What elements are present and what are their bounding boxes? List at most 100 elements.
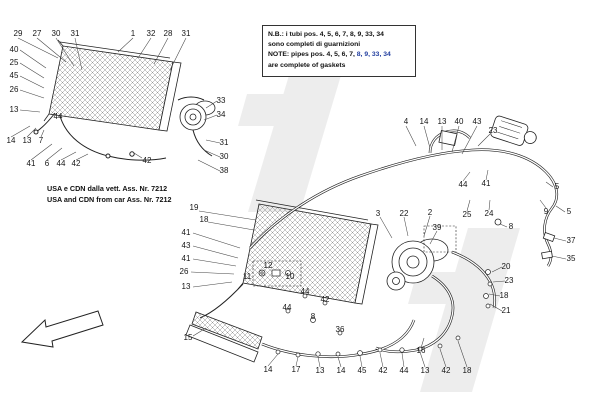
part-callout-45: 45 — [9, 71, 19, 80]
part-callout-32: 32 — [146, 29, 156, 38]
part-callout-42: 42 — [142, 156, 152, 165]
part-callout-18: 18 — [199, 215, 209, 224]
part-callout-13: 13 — [315, 366, 325, 375]
note-line-en-1: NOTE: pipes pos. 4, 5, 6, 7, 8, 9, 33, 3… — [268, 50, 410, 60]
part-callout-43: 43 — [181, 241, 191, 250]
note-line-it-2: sono completi di guarnizioni — [268, 41, 361, 49]
part-callout-25: 25 — [462, 210, 472, 219]
part-callout-30: 30 — [219, 152, 229, 161]
part-callout-26: 26 — [179, 267, 189, 276]
part-callout-13: 13 — [181, 282, 191, 291]
part-callout-44: 44 — [458, 180, 468, 189]
part-callout-38: 38 — [219, 166, 229, 175]
part-callout-36: 36 — [335, 325, 345, 334]
part-callout-9: 9 — [543, 207, 549, 216]
part-callout-40: 40 — [454, 117, 464, 126]
region-note-italian: USA e CDN dalla vett. Ass. Nr. 7212 — [47, 184, 168, 193]
part-callout-13: 13 — [22, 136, 32, 145]
part-callout-14: 14 — [6, 136, 16, 145]
part-callout-25: 25 — [9, 58, 19, 67]
part-callout-41: 41 — [181, 228, 191, 237]
part-callout-44: 44 — [399, 366, 409, 375]
part-callout-13: 13 — [9, 105, 19, 114]
leader-lines — [10, 37, 567, 368]
note-en-highlight: 8, 9, 33, 34 — [356, 51, 391, 59]
part-callout-12: 12 — [263, 261, 273, 270]
part-callout-8: 8 — [310, 312, 316, 321]
part-callout-33: 33 — [216, 96, 226, 105]
part-callout-2: 2 — [427, 208, 433, 217]
part-callout-35: 35 — [566, 254, 576, 263]
part-callout-31: 31 — [181, 29, 191, 38]
part-callout-15: 15 — [183, 333, 193, 342]
direction-arrow — [20, 310, 104, 348]
part-callout-40: 40 — [9, 45, 19, 54]
condenser-top-left — [43, 39, 182, 132]
part-callout-39: 39 — [432, 223, 442, 232]
part-callout-44: 44 — [300, 287, 310, 296]
part-callout-26: 26 — [9, 85, 19, 94]
part-callout-42: 42 — [378, 366, 388, 375]
part-callout-7: 7 — [38, 136, 44, 145]
dashed-detail-box — [252, 225, 457, 287]
part-callout-23: 23 — [488, 126, 498, 135]
part-callout-14: 14 — [419, 117, 429, 126]
pipes-top-left — [33, 96, 213, 161]
part-callout-3: 3 — [375, 209, 381, 218]
note-line-en-2: are complete of gaskets — [268, 61, 346, 69]
note-box: N.B.: i tubi pos. 4, 5, 6, 7, 8, 9, 33, … — [262, 25, 416, 77]
part-callout-24: 24 — [484, 209, 494, 218]
part-callout-45: 45 — [357, 366, 367, 375]
part-callout-30: 30 — [51, 29, 61, 38]
part-callout-34: 34 — [216, 110, 226, 119]
small-hardware — [258, 269, 493, 358]
part-callout-16: 16 — [416, 346, 426, 355]
watermark-shape — [238, 52, 520, 392]
part-callout-13: 13 — [437, 117, 447, 126]
region-note: USA e CDN dalla vett. Ass. Nr. 7212 USA … — [47, 183, 172, 205]
part-callout-8: 8 — [508, 222, 514, 231]
part-callout-43: 43 — [472, 117, 482, 126]
part-callout-14: 14 — [336, 366, 346, 375]
part-callout-23: 23 — [504, 276, 514, 285]
part-callout-44: 44 — [282, 303, 292, 312]
part-callout-21: 21 — [501, 306, 511, 315]
part-callout-31: 31 — [219, 138, 229, 147]
part-callout-20: 20 — [501, 262, 511, 271]
part-callout-37: 37 — [566, 236, 576, 245]
part-callout-17: 17 — [291, 365, 301, 374]
part-callout-41: 41 — [181, 254, 191, 263]
part-callout-11: 11 — [242, 272, 252, 281]
part-callout-42: 42 — [320, 295, 330, 304]
part-callout-19: 19 — [189, 203, 199, 212]
part-callout-5: 5 — [566, 207, 572, 216]
part-callout-42: 42 — [71, 159, 81, 168]
part-callout-13: 13 — [420, 366, 430, 375]
part-callout-29: 29 — [13, 29, 23, 38]
compressor-top-left — [179, 100, 216, 131]
part-callout-44: 44 — [53, 112, 63, 121]
region-note-english: USA and CDN from car Ass. Nr. 7212 — [47, 195, 172, 205]
part-callout-28: 28 — [163, 29, 173, 38]
note-line-it-1: N.B.: i tubi pos. 4, 5, 6, 7, 8, 9, 33, … — [268, 31, 384, 38]
part-callout-42: 42 — [441, 366, 451, 375]
condenser-center — [237, 199, 379, 305]
part-callout-18: 18 — [462, 366, 472, 375]
part-callout-14: 14 — [263, 365, 273, 374]
part-callout-27: 27 — [32, 29, 42, 38]
part-callout-22: 22 — [399, 209, 409, 218]
drier-tube — [185, 311, 263, 363]
part-callout-41: 41 — [481, 179, 491, 188]
part-callout-10: 10 — [285, 272, 295, 281]
ac-unit-top-right — [438, 115, 556, 260]
part-callout-5: 5 — [554, 182, 560, 191]
part-callout-44: 44 — [56, 159, 66, 168]
part-callout-18: 18 — [499, 291, 509, 300]
part-callout-41: 41 — [26, 159, 36, 168]
part-callout-4: 4 — [403, 117, 409, 126]
note-en-prefix: NOTE: pipes pos. 4, 5, 6, 7, — [268, 51, 357, 59]
part-callout-6: 6 — [44, 159, 50, 168]
part-callout-31: 31 — [70, 29, 80, 38]
